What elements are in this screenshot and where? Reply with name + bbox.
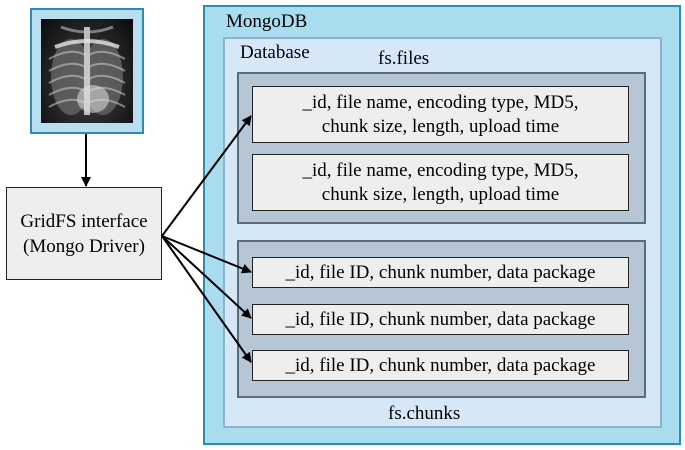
file-record: _id, file name, encoding type, MD5, chun…: [252, 86, 629, 143]
arrow-gridfs-to-chunk: [161, 235, 252, 319]
gridfs-interface-box: GridFS interface (Mongo Driver): [6, 187, 162, 280]
chunk-record: _id, file ID, chunk number, data package: [252, 350, 629, 381]
file-record-line2: chunk size, length, upload time: [321, 183, 560, 205]
chunk-record: _id, file ID, chunk number, data package: [252, 304, 629, 335]
chest-xray-image: [41, 19, 133, 123]
chest-xray-icon: [48, 25, 126, 115]
arrow-gridfs-to-file: [161, 115, 252, 237]
file-record-line2: chunk size, length, upload time: [321, 115, 560, 137]
gridfs-line2: (Mongo Driver): [23, 235, 145, 257]
xray-frame: [30, 8, 144, 134]
file-record-line1: _id, file name, encoding type, MD5,: [302, 159, 579, 181]
fs-files-label: fs.files: [378, 48, 430, 69]
file-record: _id, file name, encoding type, MD5, chun…: [252, 154, 629, 211]
mongodb-label: MongoDB: [226, 11, 308, 32]
gridfs-line1: GridFS interface: [20, 210, 148, 232]
fs-chunks-label: fs.chunks: [388, 403, 461, 424]
chunk-record: _id, file ID, chunk number, data package: [252, 257, 629, 288]
database-label: Database: [240, 42, 310, 63]
arrow-gridfs-to-chunk: [161, 235, 252, 274]
file-record-line1: _id, file name, encoding type, MD5,: [302, 91, 579, 113]
arrow-gridfs-to-chunk: [161, 235, 252, 363]
